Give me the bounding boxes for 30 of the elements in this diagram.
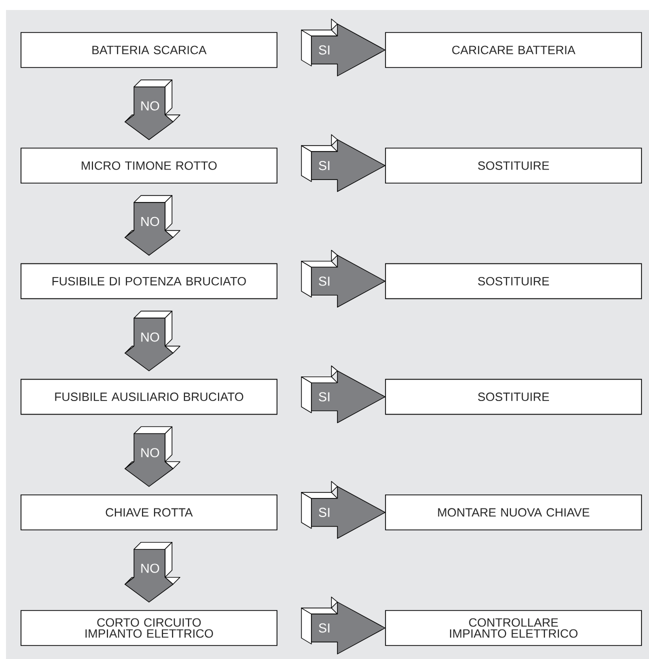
block-arrow <box>124 195 180 256</box>
step-box: CARICARE BATTERIA <box>385 32 642 68</box>
block-arrow <box>301 250 386 308</box>
step-box: SOSTITUIRE <box>385 263 642 300</box>
block-arrow <box>124 426 180 487</box>
step-box: BATTERIA SCARICA <box>20 32 278 68</box>
edge-label: SI <box>317 276 332 287</box>
block-arrow <box>301 596 386 654</box>
edge-label: NO <box>139 332 161 343</box>
step-box: SOSTITUIRE <box>385 148 642 184</box>
step-box: CONTROLLARE IMPIANTO ELETTRICO <box>385 610 642 646</box>
edge-label: NO <box>139 100 161 112</box>
block-arrow <box>124 542 180 602</box>
step-box: SOSTITUIRE <box>385 378 642 415</box>
step-box: CORTO CIRCUITO IMPIANTO ELETTRICO <box>20 610 278 646</box>
step-box: CHIAVE ROTTA <box>20 494 278 530</box>
block-arrow <box>301 134 386 192</box>
step-box: MONTARE NUOVA CHIAVE <box>385 494 642 530</box>
edge-label: SI <box>317 391 332 402</box>
step-box: FUSIBILE AUSILIARIO BRUCIATO <box>20 378 278 415</box>
edge-label: NO <box>139 562 161 574</box>
edge-label: NO <box>139 447 161 458</box>
block-arrow <box>301 18 386 76</box>
block-arrow <box>124 80 180 140</box>
edge-label: NO <box>139 216 161 228</box>
block-arrow <box>301 481 386 539</box>
step-box: FUSIBILE DI POTENZA BRUCIATO <box>20 263 278 300</box>
block-arrow <box>301 365 386 424</box>
block-arrow <box>124 310 180 372</box>
step-box: MICRO TIMONE ROTTO <box>20 148 278 184</box>
